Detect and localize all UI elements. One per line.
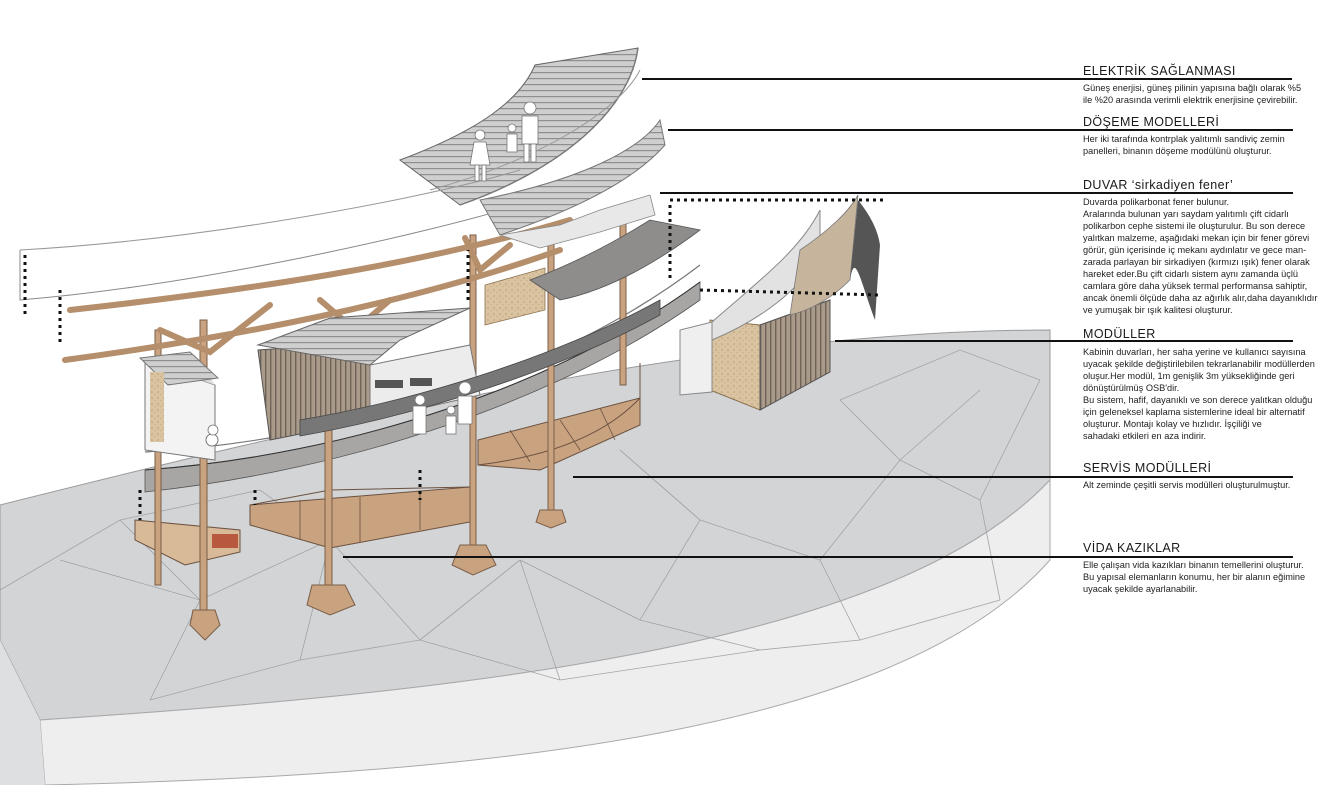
annotation-line: Alt zeminde çeşitli servis modülleri olu… — [1083, 480, 1291, 490]
annotation-line: uyacak şekilde değiştirilebilen tekrarla… — [1083, 359, 1315, 369]
roof-walkway — [19, 47, 641, 301]
annotation-title: DUVAR ‘sirkadiyen fener’ — [1083, 178, 1234, 192]
leader-line-servis — [573, 476, 1293, 478]
annotation-line: ancak önemli ölçüde daha az ağırlık alır… — [1083, 293, 1318, 303]
annotation-servis: SERVİS MODÜLLERİ Alt zeminde çeşitli ser… — [1083, 461, 1335, 491]
small-cabin — [138, 351, 220, 461]
lantern-wall — [711, 194, 880, 341]
annotation-line: Her iki tarafında kontrplak yalıtımlı sa… — [1083, 134, 1285, 144]
ground-triangulation — [0, 349, 1041, 701]
annotation-line: uyacak şekilde ayarlanabilir. — [1083, 584, 1198, 594]
annotation-line: görür, gün içerisinde iç mekanı aydınlat… — [1083, 245, 1307, 255]
leader-line-duvar — [660, 192, 1293, 194]
annotation-line: ile %20 arasında verimli elektrik enerji… — [1083, 95, 1298, 105]
people-figures — [207, 101, 539, 436]
annotation-title: ELEKTRİK SAĞLANMASI — [1083, 64, 1236, 78]
annotation-line: panelleri, binanın döşeme modülünü oluşt… — [1083, 146, 1272, 156]
annotation-line: Bu yapısal elemanların konumu, her bir a… — [1083, 572, 1306, 582]
upper-floor-deck — [299, 219, 701, 437]
floor-panels — [479, 118, 666, 249]
annotation-vida: VİDA KAZIKLAR Elle çalışan vida kazıklar… — [1083, 541, 1335, 595]
annotation-title: SERVİS MODÜLLERİ — [1083, 461, 1212, 475]
annotation-line: Duvarda polikarbonat fener bulunur. — [1083, 197, 1230, 207]
annotation-line: yalıtkan malzeme, aşağıdaki mekan için b… — [1083, 233, 1310, 243]
annotation-line: Aralarında bulunan yarı saydam yalıtımlı… — [1083, 209, 1289, 219]
annotation-line: Güneş enerjisi, güneş pilinin yapısına b… — [1083, 83, 1302, 93]
annotation-line: camlara göre daha yüksek termal performa… — [1083, 281, 1308, 291]
annotation-title: MODÜLLER — [1083, 327, 1156, 341]
annotation-elektrik: ELEKTRİK SAĞLANMASI Güneş enerjisi, güne… — [1083, 64, 1335, 106]
annotation-title: DÖŞEME MODELLERİ — [1083, 115, 1220, 129]
annotation-line: zarada parlayan bir sirkadiyen (kırmızı … — [1083, 257, 1310, 267]
wall-modules — [484, 267, 831, 411]
ground-plinth — [0, 329, 1051, 785]
dotted-guides — [23, 198, 885, 520]
annotation-line: hareket eder.Bu çift cidarlı sistem aynı… — [1083, 269, 1298, 279]
annotation-line: için geleneksel kaplama sistemlerine ide… — [1083, 407, 1305, 417]
annotation-moduller: MODÜLLER Kabinin duvarları, her saha yer… — [1083, 327, 1335, 442]
annotation-line: oluşturur. Montajı kolay ve hızlıdır. İş… — [1083, 419, 1262, 429]
annotation-line: Elle çalışan vida kazıkları binanın teme… — [1083, 560, 1304, 570]
annotation-line: oluşur.Her modül, 1m genişlik 3m yüksekl… — [1083, 371, 1295, 381]
annotation-duvar: DUVAR ‘sirkadiyen fener’ Duvarda polikar… — [1083, 178, 1335, 316]
annotation-line: ve yumuşak bir ışık kalitesi oluşturur. — [1083, 305, 1233, 315]
leader-line-moduller — [835, 340, 1293, 342]
annotation-line: Kabinin duvarları, her saha yerine ve ku… — [1083, 347, 1306, 357]
leader-line-vida — [343, 556, 1293, 558]
annotation-line: sahadaki etkileri en aza indirir. — [1083, 431, 1207, 441]
leader-line-doseme — [668, 129, 1293, 131]
annotation-line: dönüştürülmüş OSB'dir. — [1083, 383, 1180, 393]
annotation-line: Bu sistem, hafif, dayanıklı ve son derec… — [1083, 395, 1313, 405]
annotation-doseme: DÖŞEME MODELLERİ Her iki tarafında kontr… — [1083, 115, 1335, 157]
annotation-line: polikarbon cephe sistemi ile oluşturulur… — [1083, 221, 1306, 231]
annotation-title: VİDA KAZIKLAR — [1083, 541, 1181, 555]
leader-line-elektrik — [642, 78, 1292, 80]
